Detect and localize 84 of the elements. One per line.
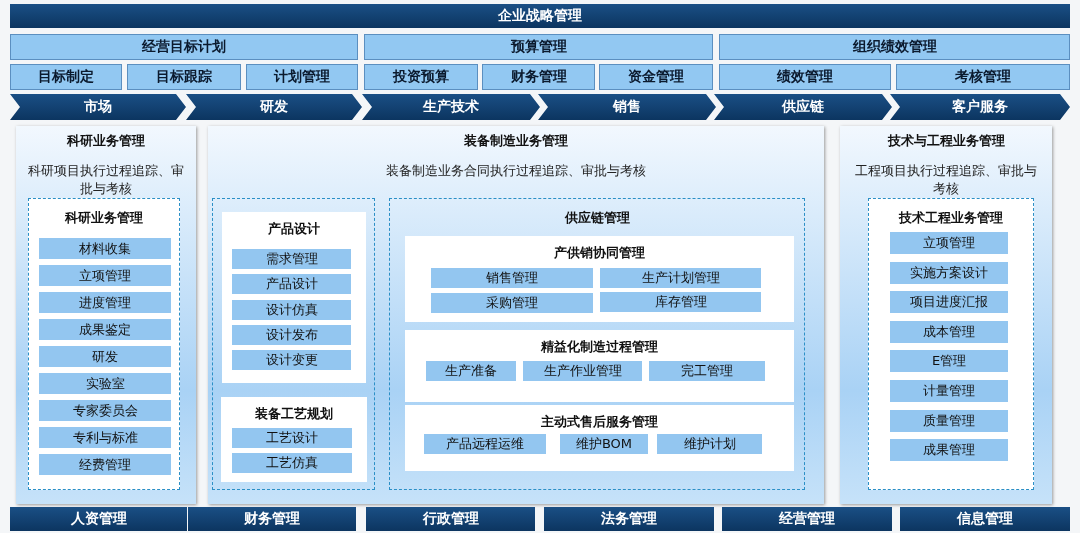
chevron-bar: 研发	[186, 94, 362, 120]
panel-title: 产供销协同管理	[553, 244, 646, 262]
panel-title: 科研业务管理	[64, 209, 144, 227]
bar: 企业战略管理	[10, 4, 1070, 28]
chevron-bar: 市场	[10, 94, 186, 120]
module-tile: 库存管理	[600, 292, 761, 312]
bar: 预算管理	[364, 34, 713, 60]
bar: 绩效管理	[719, 64, 891, 90]
panel	[16, 126, 196, 504]
bar: 法务管理	[544, 507, 714, 531]
module-tile: 维护BOM	[560, 434, 648, 454]
panel	[840, 126, 1052, 504]
panel-title: 技术与工程业务管理	[886, 132, 1006, 150]
module-tile: 研发	[39, 346, 171, 367]
bar: 计划管理	[246, 64, 358, 90]
module-tile: 成果管理	[890, 439, 1008, 462]
module-tile: 进度管理	[39, 292, 171, 313]
dashed-panel	[28, 198, 180, 490]
module-tile: 设计发布	[232, 324, 351, 345]
module-tile: 计量管理	[890, 380, 1008, 402]
module-tile: 生产计划管理	[600, 268, 761, 288]
panel-title: 精益化制造过程管理	[540, 338, 659, 356]
card	[221, 397, 367, 482]
module-tile: 设计变更	[232, 350, 351, 371]
bar: 信息管理	[900, 507, 1070, 531]
panel-title: 供应链管理	[563, 209, 631, 227]
panel-title: 科研业务管理	[66, 132, 146, 150]
bar: 投资预算	[364, 64, 478, 90]
panel-title: 主动式售后服务管理	[540, 413, 659, 431]
module-tile: 生产作业管理	[523, 361, 642, 381]
module-tile: 销售管理	[431, 268, 593, 288]
bar: 经营目标计划	[10, 34, 358, 60]
module-tile: 项目进度汇报	[890, 291, 1008, 314]
chevron-bar: 客户服务	[890, 94, 1070, 120]
module-tile: E管理	[890, 350, 1008, 373]
dashed-panel	[868, 198, 1034, 490]
module-tile: 成本管理	[890, 320, 1008, 343]
panel-title: 装备工艺规划	[254, 405, 334, 423]
panel-title: 技术工程业务管理	[897, 209, 1004, 227]
card	[405, 405, 794, 471]
module-tile: 生产准备	[426, 361, 516, 381]
module-tile: 材料收集	[39, 238, 171, 259]
module-tile: 完工管理	[649, 361, 765, 381]
bar: 行政管理	[366, 507, 535, 531]
module-tile: 设计仿真	[232, 299, 351, 320]
module-tile: 采购管理	[431, 293, 593, 313]
bar: 财务管理	[482, 64, 595, 90]
chevron-bar: 生产技术	[362, 94, 540, 120]
bar: 人资管理	[10, 507, 187, 531]
card	[405, 330, 794, 402]
module-tile: 维护计划	[657, 434, 762, 454]
module-tile: 经费管理	[39, 454, 171, 475]
panel-description: 装备制造业务合同执行过程追踪、审批与考核	[385, 162, 647, 180]
module-tile: 专家委员会	[39, 400, 171, 421]
module-tile: 产品远程运维	[424, 434, 546, 454]
dashed-panel	[389, 198, 805, 490]
bar: 目标制定	[10, 64, 122, 90]
bar: 目标跟踪	[127, 64, 241, 90]
module-tile: 产品设计	[232, 274, 351, 295]
card	[222, 212, 366, 383]
module-tile: 成果鉴定	[39, 319, 171, 340]
chevron-bar: 供应链	[714, 94, 892, 120]
bar: 经营管理	[722, 507, 892, 531]
module-tile: 需求管理	[232, 249, 351, 269]
module-tile: 立项管理	[890, 232, 1008, 254]
chevron-bar: 销售	[538, 94, 716, 120]
bar: 组织绩效管理	[719, 34, 1070, 60]
panel-title: 产品设计	[267, 220, 321, 238]
card	[405, 236, 794, 322]
module-tile: 立项管理	[39, 265, 171, 286]
module-tile: 实验室	[39, 373, 171, 394]
module-tile: 工艺仿真	[232, 453, 352, 473]
panel	[208, 126, 824, 504]
panel-description: 工程项目执行过程追踪、审批与考核	[854, 162, 1038, 198]
panel-title: 装备制造业务管理	[463, 132, 569, 150]
module-tile: 工艺设计	[232, 428, 352, 448]
module-tile: 专利与标准	[39, 427, 171, 448]
panel-description: 科研项目执行过程追踪、审批与考核	[27, 162, 185, 198]
bar: 考核管理	[896, 64, 1070, 90]
bar: 财务管理	[188, 507, 356, 531]
module-tile: 实施方案设计	[890, 261, 1008, 284]
bar: 资金管理	[599, 64, 713, 90]
dashed-panel	[212, 198, 375, 490]
module-tile: 质量管理	[890, 409, 1008, 432]
